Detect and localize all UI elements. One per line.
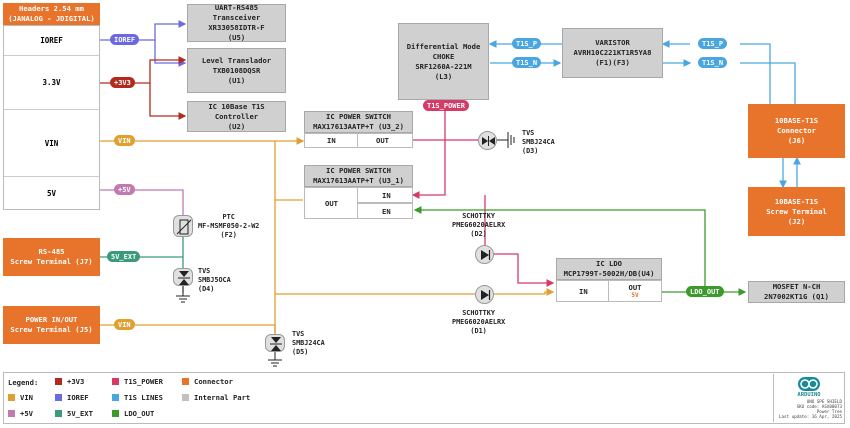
net-label-5v: +5V bbox=[114, 184, 135, 195]
header-row-vin: VIN bbox=[4, 110, 99, 177]
t1s-screw-terminal-j2: 10BASE-T1S Screw Terminal (J2) bbox=[748, 187, 845, 236]
ldo-in: IN bbox=[556, 280, 609, 302]
power-switch-u3-1-out: OUT bbox=[304, 187, 358, 219]
title-block: ARDUINO UNO SPE SHIELD SKU code: ASX0007… bbox=[773, 374, 843, 422]
schottky-d2-icon bbox=[475, 245, 494, 264]
legend-swatch bbox=[112, 394, 119, 401]
header-row-5v: 5V bbox=[46, 188, 57, 198]
net-label-vin-bottom: VIN bbox=[114, 319, 135, 330]
power-switch-u3-2-in: IN bbox=[304, 133, 358, 148]
header-row-3v3: 3.3V bbox=[4, 56, 99, 110]
net-label-5v-ext: 5V_EXT bbox=[107, 251, 141, 262]
power-switch-u3-1-title: IC POWER SWITCH MAX17613AATP+T (U3_1) bbox=[304, 165, 413, 187]
net-label-ldo-out: LDO_OUT bbox=[686, 286, 724, 297]
headers-table: IOREF 3.3V VIN 5V bbox=[3, 25, 100, 210]
ptc-f2-icon bbox=[173, 215, 193, 237]
legend-swatch bbox=[55, 378, 62, 385]
tvs-d4-icon bbox=[173, 268, 193, 286]
power-switch-u3-1-in: IN bbox=[357, 187, 413, 203]
net-label-t1s-n-left: T1S_N bbox=[512, 57, 542, 68]
schottky-d1-label: SCHOTTKY PMEG6020AELRX (D1) bbox=[452, 309, 506, 335]
tvs-d3-icon bbox=[478, 131, 497, 150]
legend-title: Legend: bbox=[8, 378, 39, 387]
legend-label: IOREF bbox=[67, 393, 89, 402]
power-switch-u3-2-title: IC POWER SWITCH MAX17613AATP+T (U3_2) bbox=[304, 111, 413, 133]
net-label-vin-top: VIN bbox=[114, 135, 135, 146]
legend-label: T1S LINES bbox=[124, 393, 163, 402]
legend-label: VIN bbox=[20, 393, 33, 402]
legend-label: LDO_OUT bbox=[124, 409, 155, 418]
brand-name: ARDUINO bbox=[797, 392, 821, 398]
legend-label: Internal Part bbox=[194, 393, 251, 402]
legend-swatch bbox=[112, 378, 119, 385]
legend-label: 5V_EXT bbox=[67, 409, 93, 418]
choke-block: Differential Mode CHOKE SRF1260A-221M (L… bbox=[398, 23, 489, 100]
mosfet-q1-block: MOSFET N-CH 2N7002KT1G (Q1) bbox=[748, 281, 845, 303]
ic-10base-controller-block: IC 10Base T1S Controller (U2) bbox=[187, 101, 286, 132]
legend-label: T1S_POWER bbox=[124, 377, 163, 386]
tvs-d3-label: TVS SMBJ24CA (D3) bbox=[522, 129, 555, 155]
tvs-d5-label: TVS SMBJ24CA (D5) bbox=[292, 330, 325, 356]
legend-swatch bbox=[55, 394, 62, 401]
legend-swatch bbox=[112, 410, 119, 417]
rs485-screw-terminal-j7: RS-485 Screw Terminal (J7) bbox=[3, 238, 100, 276]
ldo-title: IC LDO MCP1799T-5002H/DB(U4) bbox=[556, 258, 662, 280]
schottky-d2-label: SCHOTTKY PMEG6020AELRX (D2) bbox=[452, 212, 506, 238]
legend-panel bbox=[3, 372, 845, 424]
net-label-t1s-power: T1S_POWER bbox=[423, 100, 469, 111]
t1s-connector-j6: 10BASE-T1S Connector (J6) bbox=[748, 104, 845, 158]
net-label-ioref: IOREF bbox=[110, 34, 140, 45]
tvs-d4-label: TVS SMBJ5OCA (D4) bbox=[198, 267, 231, 293]
legend-label: +3V3 bbox=[67, 377, 85, 386]
power-switch-u3-2-out: OUT bbox=[357, 133, 413, 148]
schottky-d1-icon bbox=[475, 285, 494, 304]
net-label-t1s-p-right: T1S_P bbox=[698, 38, 728, 49]
headers-title: Headers 2.54 mm (JANALOG - JDIGITAL) bbox=[3, 3, 100, 25]
ldo-out: OUT 5V bbox=[608, 280, 662, 302]
legend-swatch bbox=[8, 394, 15, 401]
power-screw-terminal-j5: POWER IN/OUT Screw Terminal (J5) bbox=[3, 306, 100, 344]
net-label-3v3: +3V3 bbox=[110, 77, 135, 88]
legend-swatch bbox=[182, 378, 189, 385]
tvs-d5-icon bbox=[265, 334, 285, 352]
power-switch-u3-1-en: EN bbox=[357, 203, 413, 219]
legend-label: Connector bbox=[194, 377, 233, 386]
legend-swatch bbox=[8, 410, 15, 417]
level-translator-block: Level Translador TXB0108DQSR (U1) bbox=[187, 48, 286, 93]
title-block-info: UNO SPE SHIELD SKU code: ASX00073 Power … bbox=[778, 399, 842, 419]
varistor-block: VARISTOR AVRH10C221KT1R5YA8 (F1)(F3) bbox=[562, 28, 663, 78]
legend-swatch bbox=[55, 410, 62, 417]
legend-label: +5V bbox=[20, 409, 33, 418]
header-row-ioref: IOREF bbox=[4, 26, 99, 56]
net-label-t1s-p-left: T1S_P bbox=[512, 38, 542, 49]
arduino-logo-icon bbox=[798, 377, 820, 391]
uart-transceiver-block: UART-RS485 Transceiver XR33058IDTR-F (U5… bbox=[187, 3, 286, 42]
ptc-f2-label: PTC MF-MSMF050-2-W2 (F2) bbox=[198, 213, 260, 239]
legend-swatch bbox=[182, 394, 189, 401]
net-label-t1s-n-right: T1S_N bbox=[698, 57, 728, 68]
